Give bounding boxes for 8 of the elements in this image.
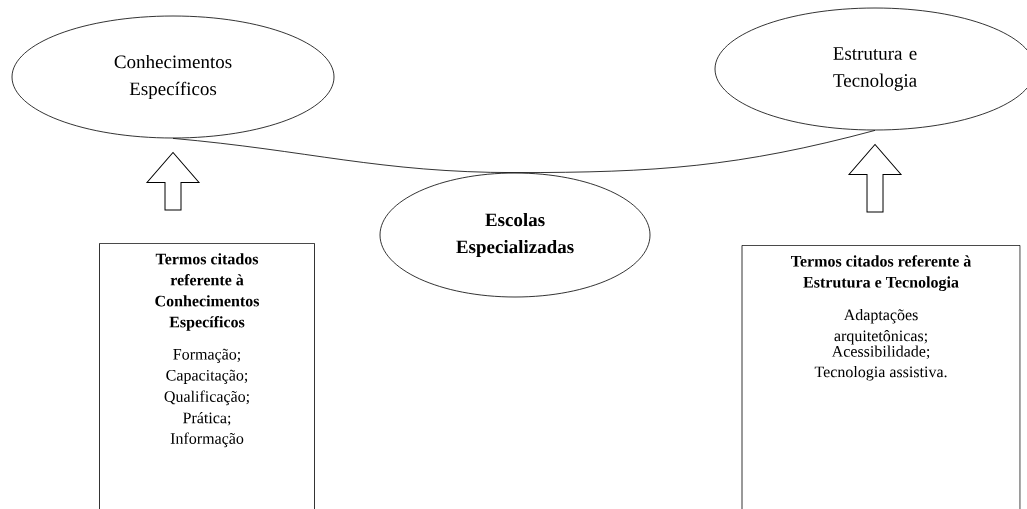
connector-line	[172, 138, 516, 173]
ellipse-node: Conhecimentos Específicos	[11, 15, 335, 139]
text-box: Termos citados referente à Estrutura e Tecnologia Adaptações arquitetônicas; Acessibilidade; Tecnologia assistiva.	[741, 245, 1021, 509]
text-box: Termos citados referente à Conhecimentos Específicos Formação; Capacitação; Qualificação; Prática; Informação	[99, 243, 315, 509]
block-arrow	[146, 151, 200, 211]
block-arrow	[848, 143, 902, 213]
connector-line	[514, 130, 876, 173]
ellipse-node: Escolas Especializadas	[379, 172, 651, 298]
